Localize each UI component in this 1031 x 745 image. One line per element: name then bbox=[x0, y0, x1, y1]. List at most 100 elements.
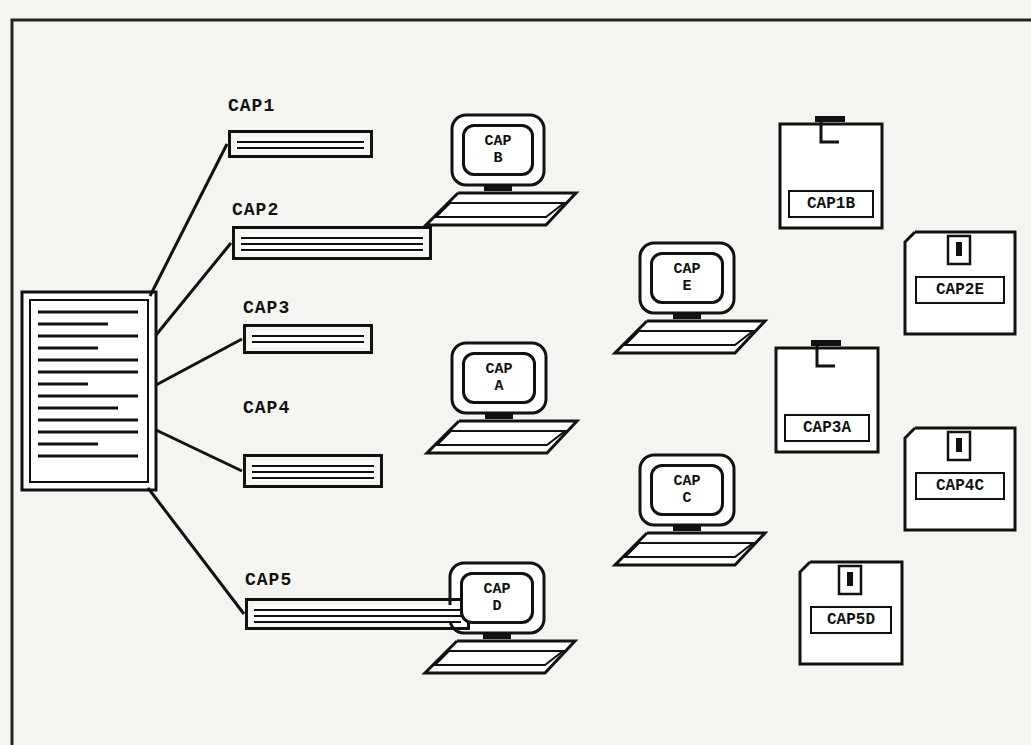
monitor-neck bbox=[485, 413, 513, 419]
disk-outline bbox=[800, 562, 902, 664]
node-label: CAP3A bbox=[803, 419, 851, 437]
chapter-document: CAP2 bbox=[232, 200, 432, 260]
keyboard-keys bbox=[625, 543, 753, 557]
shutter-slot bbox=[847, 572, 853, 586]
text-line bbox=[38, 323, 108, 326]
computer-screen: CAP A bbox=[462, 352, 536, 404]
node-label: CAP E bbox=[673, 261, 700, 295]
sheet-clip bbox=[815, 116, 845, 122]
keyboard bbox=[615, 533, 765, 565]
text-line bbox=[38, 443, 98, 446]
monitor-case bbox=[452, 115, 544, 185]
text-line bbox=[38, 455, 138, 458]
document-inner bbox=[30, 300, 148, 482]
keyboard-keys bbox=[436, 203, 564, 217]
branch-line bbox=[148, 488, 244, 614]
node-label: CAP C bbox=[673, 473, 700, 507]
disk-shutter bbox=[948, 236, 970, 264]
master-document bbox=[22, 292, 156, 490]
disk-outline bbox=[905, 232, 1015, 334]
branch-line bbox=[156, 430, 242, 471]
sheet-outline bbox=[780, 124, 882, 228]
branch-line bbox=[150, 144, 227, 296]
keyboard bbox=[427, 421, 577, 453]
node-label: CAP4C bbox=[936, 477, 984, 495]
text-line bbox=[38, 419, 138, 422]
text-line bbox=[38, 371, 138, 374]
shutter-slot bbox=[956, 242, 962, 256]
chapter-file-bar bbox=[228, 130, 373, 158]
computer-screen: CAP E bbox=[650, 252, 724, 304]
node-label: CAP1 bbox=[228, 96, 373, 116]
frame bbox=[12, 20, 1031, 745]
monitor-neck bbox=[484, 185, 512, 191]
floppy-disk bbox=[905, 428, 1015, 530]
document-outline bbox=[22, 292, 156, 490]
monitor-neck bbox=[483, 633, 511, 639]
chapter-document: CAP4 bbox=[243, 398, 383, 488]
computer-screen: CAP D bbox=[460, 572, 534, 624]
floppy-disk bbox=[800, 562, 902, 664]
sheet-outline bbox=[776, 348, 878, 452]
node-label: CAP5D bbox=[827, 611, 875, 629]
node-label: CAP D bbox=[483, 581, 510, 615]
text-line bbox=[38, 407, 118, 410]
chapter-document: CAP3 bbox=[243, 298, 373, 354]
text-line bbox=[38, 359, 138, 362]
paper-sheet bbox=[776, 340, 878, 452]
node-label: CAP B bbox=[484, 133, 511, 167]
computer-screen: CAP C bbox=[650, 464, 724, 516]
chapter-file-bar bbox=[245, 598, 470, 630]
node-label: CAP A bbox=[485, 361, 512, 395]
node-label: CAP3 bbox=[243, 298, 373, 318]
node-label: CAP5 bbox=[245, 570, 470, 590]
chapter-document: CAP5 bbox=[245, 570, 470, 630]
chapter-document: CAP1 bbox=[228, 96, 373, 158]
text-line bbox=[38, 347, 98, 350]
sheet-clip bbox=[811, 340, 841, 346]
keyboard bbox=[425, 641, 575, 673]
floppy-disk-label: CAP4C bbox=[915, 472, 1005, 500]
keyboard-keys bbox=[625, 331, 753, 345]
printed-page: CAP3A bbox=[784, 414, 870, 442]
computer bbox=[426, 115, 576, 225]
node-label: CAP2E bbox=[936, 281, 984, 299]
branch-line bbox=[156, 339, 242, 385]
computer bbox=[615, 455, 765, 565]
monitor-case bbox=[640, 243, 734, 313]
disk-outline bbox=[905, 428, 1015, 530]
computer bbox=[615, 243, 765, 353]
monitor-neck bbox=[673, 525, 701, 531]
paper-sheet bbox=[780, 116, 882, 228]
node-label: CAP4 bbox=[243, 398, 383, 418]
text-line bbox=[38, 383, 88, 386]
chapter-file-bar bbox=[243, 454, 383, 488]
text-line bbox=[38, 311, 138, 314]
keyboard-keys bbox=[435, 651, 563, 665]
document-lines bbox=[38, 312, 138, 456]
computer bbox=[427, 343, 577, 453]
node-label: CAP2 bbox=[232, 200, 432, 220]
node-label: CAP1B bbox=[807, 195, 855, 213]
printed-page: CAP1B bbox=[788, 190, 874, 218]
chapter-file-bar bbox=[243, 324, 373, 354]
drawn-parts bbox=[148, 115, 1015, 673]
keyboard bbox=[426, 193, 576, 225]
text-line bbox=[38, 431, 138, 434]
floppy-disk bbox=[905, 232, 1015, 334]
keyboard-keys bbox=[437, 431, 565, 445]
text-line bbox=[38, 335, 138, 338]
floppy-disk-label: CAP2E bbox=[915, 276, 1005, 304]
monitor-neck bbox=[673, 313, 701, 319]
text-line bbox=[38, 395, 138, 398]
shutter-slot bbox=[956, 438, 962, 452]
chapter-file-bar bbox=[232, 226, 432, 260]
monitor-case bbox=[452, 343, 546, 413]
monitor-case bbox=[640, 455, 734, 525]
disk-shutter bbox=[948, 432, 970, 460]
disk-shutter bbox=[839, 566, 861, 594]
keyboard bbox=[615, 321, 765, 353]
branch-line bbox=[156, 243, 231, 335]
